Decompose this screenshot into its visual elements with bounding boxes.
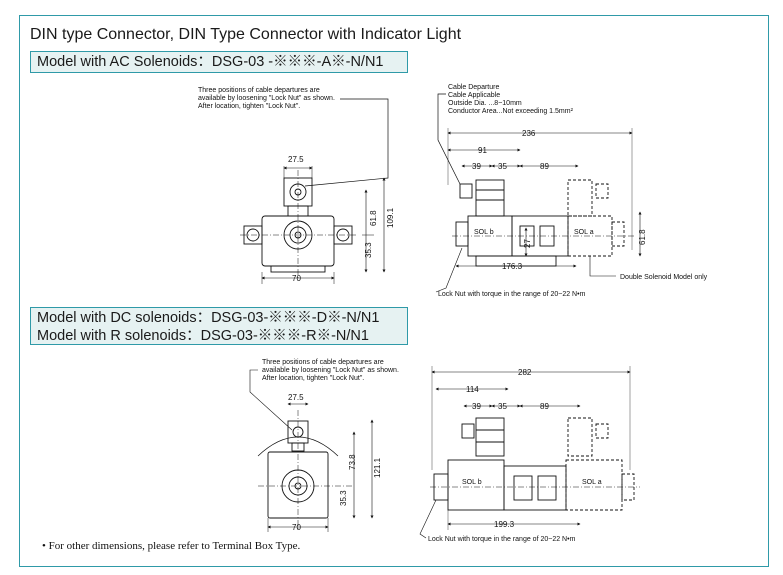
ac-cable-line-4: Conductor Area...Not exceeding 1.5mm² [448,108,574,115]
dc-note-line-1: Three positions of cable departures are [262,359,384,366]
model-label-dc-r: Model with DC solenoids：DSG-03-※※※-D※-N/… [30,307,408,345]
ac-sol-b: SOL b [474,229,494,236]
content-frame [19,15,769,567]
model-label-r-text: Model with R solenoids：DSG-03-※※※-R※-N/N… [37,328,369,344]
ac-front-view: Three positions of cable departures are … [198,87,395,284]
dc-dim-35-3: 35.3 [339,490,348,506]
ac-dim-109-1: 109.1 [386,207,395,228]
ac-dim-91: 91 [478,146,487,155]
dc-note-line-2: available by loosening "Lock Nut" as sho… [262,367,399,374]
model-label-ac: Model with AC Solenoids：DSG-03 -※※※-A※-N… [30,51,408,73]
ac-side-view: Cable Departure Cable Applicable Outside… [435,84,708,298]
ac-sol-a: SOL a [574,229,594,236]
ac-cable-line-3: Outside Dia. ...8~10mm [448,100,522,107]
ac-cable-line-2: Cable Applicable [448,92,500,99]
dc-dim-70: 70 [292,523,301,532]
ac-dim-236: 236 [522,129,536,138]
dc-sol-a: SOL a [582,479,602,486]
ac-dim-61-8: 61.8 [369,210,378,226]
dc-dim-27-5: 27.5 [288,393,304,402]
ac-dim-70: 70 [292,274,301,283]
dc-sol-b: SOL b [462,479,482,486]
double-solenoid-note: Double Solenoid Model only [620,274,708,281]
dc-dim-89: 89 [540,402,549,411]
ac-note-line-3: After location, tighten "Lock Nut". [198,103,300,110]
ac-cable-line-1: Cable Departure [448,84,499,91]
ac-dim-35-3: 35.3 [364,242,373,258]
dc-dim-114: 114 [466,385,479,394]
dc-dim-282: 282 [518,368,532,377]
ac-dim-27-5: 27.5 [288,155,304,164]
ac-dim-61-8-right: 61.8 [638,229,647,245]
ac-dim-176-3: 176.3 [502,262,523,271]
ac-lock-nut-note: Lock Nut with torque in the range of 20~… [438,291,586,298]
dc-side-view: 282 114 39 35 89 SOL b SOL a 199.3 Lock … [419,366,640,543]
ac-note-line-1: Three positions of cable departures are [198,87,320,94]
dc-lock-nut-note: Lock Nut with torque in the range of 20~… [428,536,576,543]
page-title: DIN type Connector, DIN Type Connector w… [30,26,462,43]
model-label-ac-text: Model with AC Solenoids：DSG-03 -※※※-A※-N… [37,54,384,70]
model-label-dc-text: Model with DC solenoids：DSG-03-※※※-D※-N/… [37,310,380,326]
dc-dim-121-1: 121.1 [373,457,382,478]
ac-dim-35: 35 [498,162,507,171]
ac-dim-39: 39 [472,162,481,171]
dc-dim-35: 35 [498,402,507,411]
footnote: • For other dimensions, please refer to … [42,540,301,552]
dc-front-view: Three positions of cable departures are … [249,359,399,532]
dc-dim-73-8: 73.8 [348,454,357,470]
ac-dim-89: 89 [540,162,549,171]
dc-dim-199-3: 199.3 [494,520,515,529]
ac-dim-27: 27 [523,239,532,248]
ac-note-line-2: available by loosening "Lock Nut" as sho… [198,95,335,102]
dc-note-line-3: After location, tighten "Lock Nut". [262,375,364,382]
dc-dim-39: 39 [472,402,481,411]
